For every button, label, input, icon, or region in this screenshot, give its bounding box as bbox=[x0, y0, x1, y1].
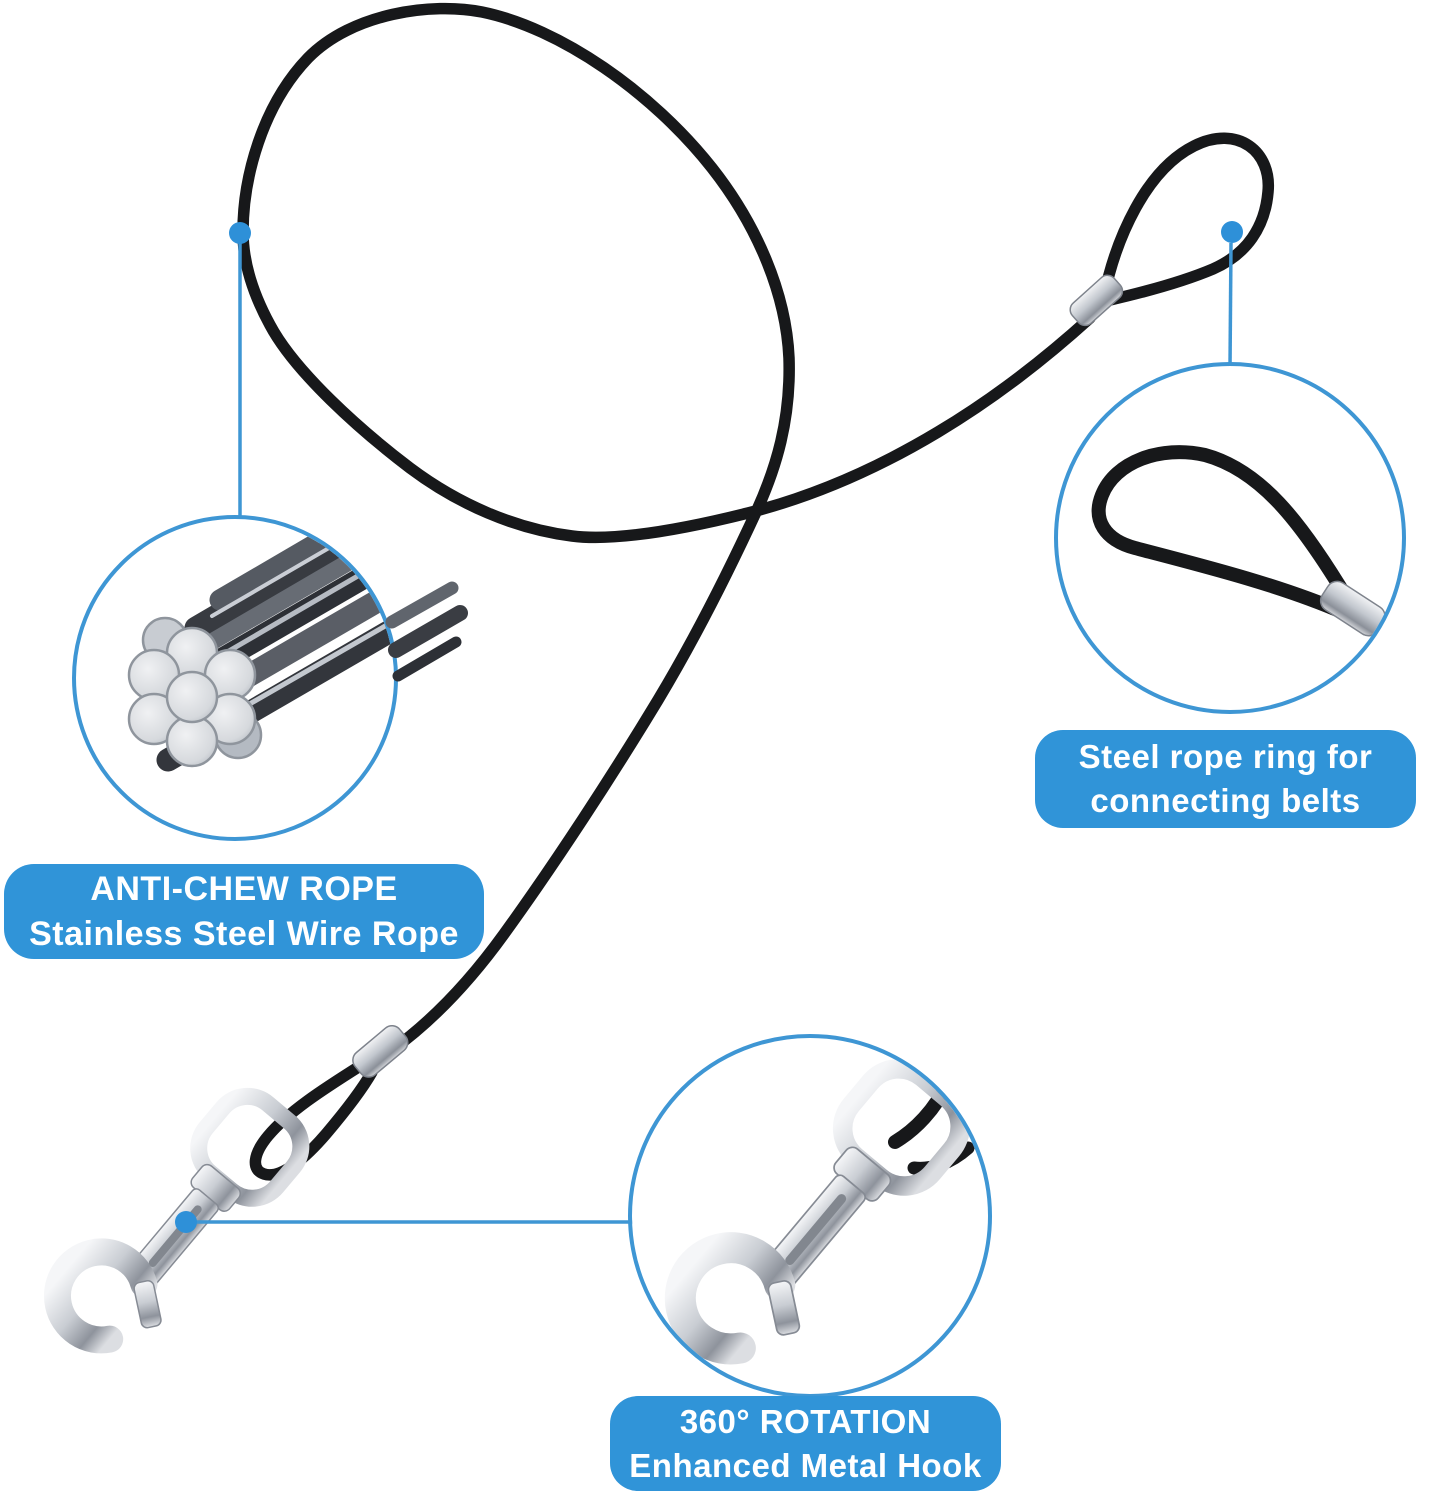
right-callout-circle bbox=[1054, 362, 1406, 714]
tie-out-cable bbox=[237, 2, 1274, 1181]
steel-rope-ring-label: Steel rope ring for connecting belts bbox=[1035, 730, 1416, 828]
label-line-2: Enhanced Metal Hook bbox=[629, 1446, 982, 1484]
label-line-2: connecting belts bbox=[1090, 782, 1361, 819]
callout-dot-left bbox=[229, 222, 251, 244]
label-line-1: Steel rope ring for bbox=[1078, 738, 1373, 776]
label-line-1: 360° ROTATION bbox=[679, 1402, 932, 1440]
cable-loop-top-right bbox=[1098, 132, 1274, 306]
cable-main-path bbox=[237, 2, 1096, 1056]
label-line-2: Stainless Steel Wire Rope bbox=[29, 914, 459, 953]
cable-loop-bottom-left bbox=[249, 1060, 378, 1181]
connector-line-right bbox=[1228, 242, 1233, 369]
loop-crimp-photo bbox=[1091, 445, 1386, 637]
label-line-1: ANTI-CHEW ROPE bbox=[90, 869, 398, 908]
rotation-hook-label: 360° ROTATION Enhanced Metal Hook bbox=[610, 1396, 1001, 1491]
wire-strands-overflow bbox=[385, 581, 468, 682]
cable-crimp-top-right bbox=[1069, 274, 1124, 327]
wire-cut-face bbox=[127, 616, 263, 768]
callout-dot-right bbox=[1221, 221, 1243, 243]
cable-crimp-bottom-left bbox=[352, 1024, 409, 1078]
anti-chew-rope-label: ANTI-CHEW ROPE Stainless Steel Wire Rope bbox=[4, 864, 484, 959]
callout-connectors bbox=[196, 242, 1233, 1224]
callout-dot-bottom bbox=[175, 1211, 197, 1233]
callout-dots bbox=[175, 221, 1243, 1233]
